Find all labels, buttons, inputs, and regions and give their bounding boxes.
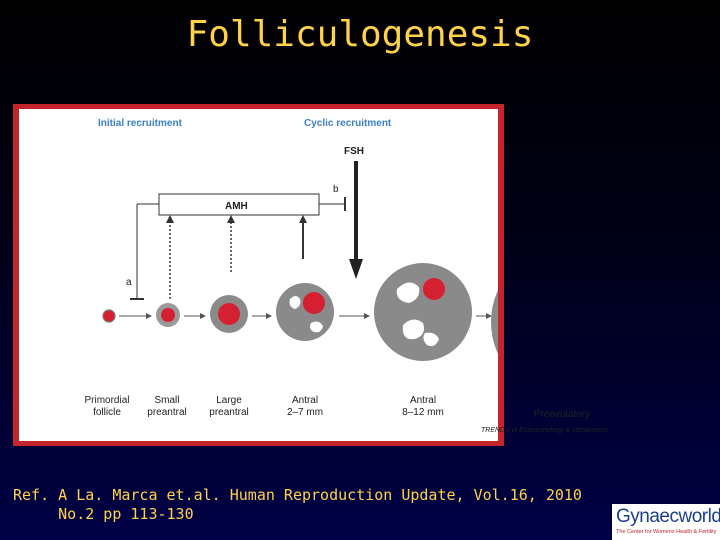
header-cyclic-recruitment: Cyclic recruitment <box>304 118 392 129</box>
follicle-large-preantral <box>210 295 248 333</box>
figure-frame: Initial recruitment Cyclic recruitment F… <box>13 104 504 446</box>
stage-label-antral-large-2: 8–12 mm <box>402 407 444 418</box>
marker-b: b <box>333 184 339 195</box>
follicle-small-preantral <box>156 303 180 327</box>
stage-label-large-1: Large <box>216 395 242 406</box>
diagram-svg: Initial recruitment Cyclic recruitment F… <box>84 118 492 418</box>
follicle-antral-2-7 <box>276 283 334 341</box>
stage-label-primordial-1: Primordial <box>84 395 129 406</box>
preovulatory-layer <box>19 109 498 441</box>
folliculogenesis-diagram: Initial recruitment Cyclic recruitment F… <box>19 109 498 441</box>
stage-label-small-2: preantral <box>147 407 186 418</box>
header-initial-recruitment: Initial recruitment <box>98 118 183 129</box>
fsh-arrow <box>349 161 363 279</box>
amh-label: AMH <box>225 201 248 212</box>
follicle-primordial <box>102 309 116 323</box>
slide-title: Folliculogenesis <box>186 14 534 55</box>
preovulatory-graphic <box>491 290 498 354</box>
amh-inhibit-fsh <box>319 197 346 211</box>
amh-inhibit-primordial <box>130 203 159 300</box>
stage-label-preovulatory: Preovulatory <box>534 409 590 420</box>
stage-label-antral-large-1: Antral <box>410 395 436 406</box>
reference-line-1: Ref. A La. Marca et.al. Human Reproducti… <box>13 486 582 504</box>
logo-wordmark: Gynaecworld <box>616 506 720 527</box>
reference-citation: Ref. A La. Marca et.al. Human Reproducti… <box>13 486 582 524</box>
stage-labels: Primordial follicle Small preantral Larg… <box>84 395 443 418</box>
stage-label-large-2: preantral <box>209 407 248 418</box>
fsh-label: FSH <box>344 146 364 157</box>
logo-tagline: The Center for Womens Health & Fertility <box>616 529 717 535</box>
gynaecworld-logo: Gynaecworld The Center for Womens Health… <box>612 504 720 540</box>
marker-a: a <box>126 277 132 288</box>
stage-label-primordial-2: follicle <box>93 407 121 418</box>
stage-label-antral-small-2: 2–7 mm <box>287 407 323 418</box>
amh-secretion-arrows <box>166 215 307 299</box>
stage-label-antral-small-1: Antral <box>292 395 318 406</box>
follicle-antral-large <box>374 263 472 361</box>
reference-line-2: No.2 pp 113-130 <box>58 505 194 523</box>
stage-label-small-1: Small <box>154 395 179 406</box>
